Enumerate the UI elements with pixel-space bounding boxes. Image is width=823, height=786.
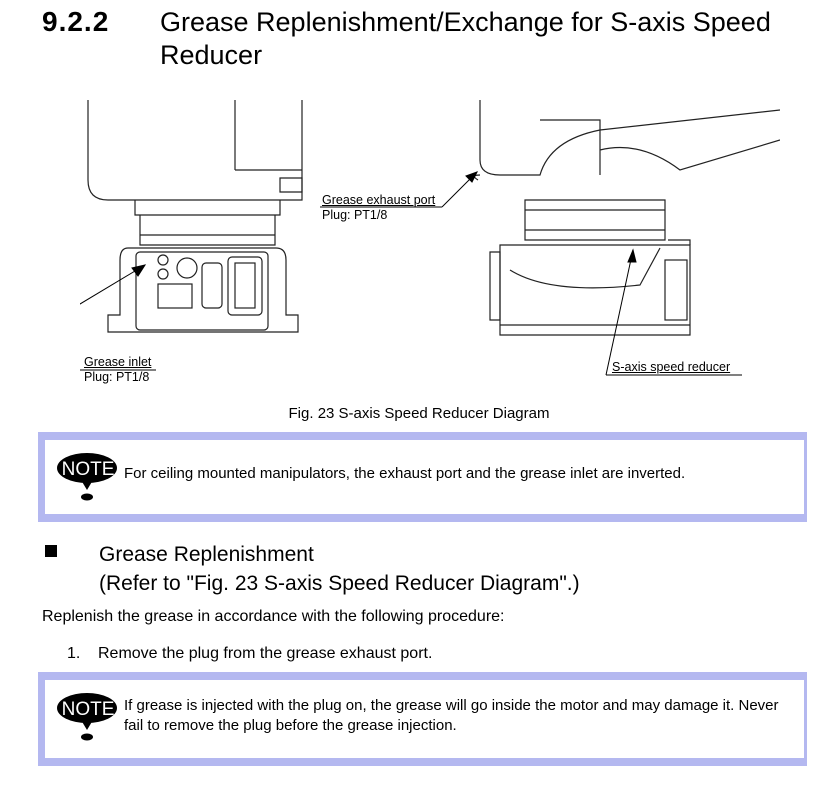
exhaust-port-label: Grease exhaust port [322,193,436,207]
note-text: If grease is injected with the plug on, … [124,697,779,734]
note-text: For ceiling mounted manipulators, the ex… [124,465,686,482]
inlet-plug-label: Plug: PT1/8 [84,370,150,384]
figure-caption: Fig. 23 S-axis Speed Reducer Diagram [288,405,550,422]
note-box-1: NOTE For ceiling mounted manipulators, t… [38,432,807,522]
inlet-label: Grease inlet [84,355,152,369]
subsection-reference: (Refer to "Fig. 23 S-axis Speed Reducer … [99,572,580,595]
svg-text:NOTE: NOTE [62,699,115,720]
note-box-2: NOTE If grease is injected with the plug… [38,672,807,766]
s-axis-diagram [80,100,780,376]
subsection-heading: Grease Replenishment (Refer to "Fig. 23 … [99,540,580,598]
bullet-square [45,545,57,557]
step-text: Remove the plug from the grease exhaust … [98,645,433,662]
note-icon: NOTE [57,693,117,741]
reducer-label: S-axis speed reducer [612,360,731,374]
section-title: Grease Replenishment/Exchange for S-axis… [160,7,771,70]
svg-text:NOTE: NOTE [62,459,115,480]
front-view [87,100,303,333]
note-icon: NOTE [57,453,117,501]
subsection-title: Grease Replenishment [99,543,314,566]
section-number: 9.2.2 [42,6,110,37]
step-number: 1. [67,645,81,662]
exhaust-plug-label: Plug: PT1/8 [322,208,388,222]
intro-paragraph: Replenish the grease in accordance with … [42,608,505,625]
side-view [473,100,780,336]
